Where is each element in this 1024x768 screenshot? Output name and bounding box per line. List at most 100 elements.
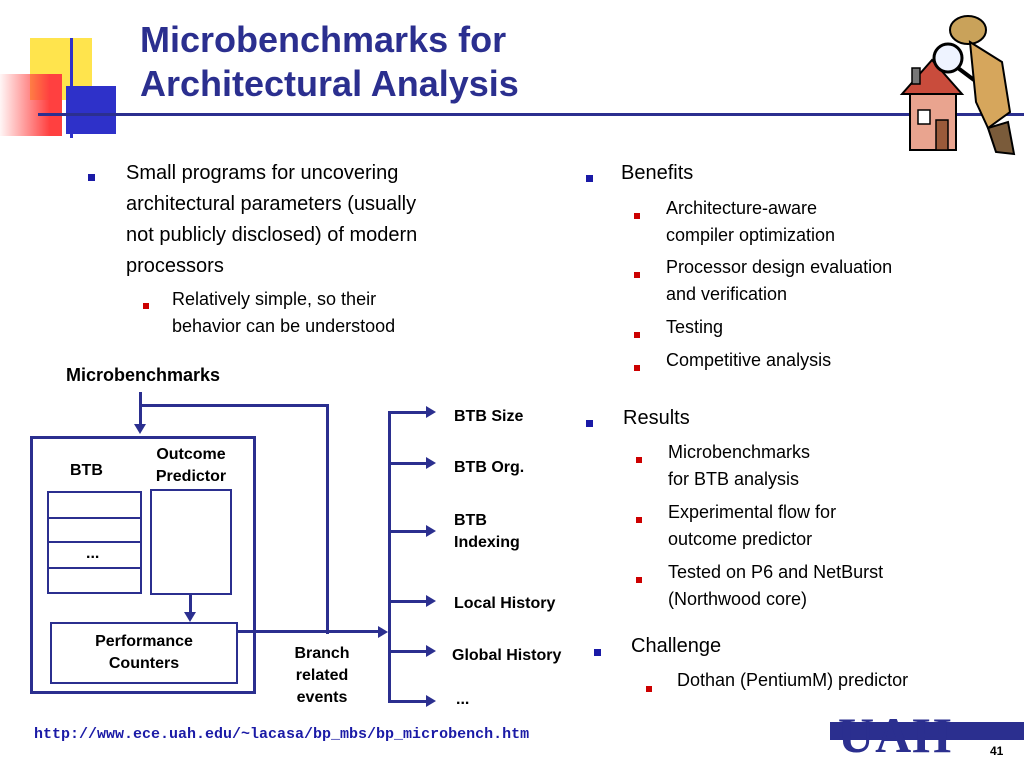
performance-counters-box [50, 622, 238, 684]
outcome-predictor-label: Outcome Predictor [146, 444, 236, 488]
btb-ellipsis: ... [86, 545, 100, 562]
out-arrow-6 [426, 695, 436, 707]
benefit-item-3: Testing [666, 317, 724, 337]
page-number: 41 [990, 744, 1004, 758]
result-2-marker [636, 510, 642, 528]
connector-top [139, 404, 329, 407]
result-2-line-2: outcome predictor [668, 529, 813, 549]
outcome-predictor-line-1: Outcome [156, 446, 226, 463]
title-rule [38, 113, 1024, 116]
out-branch-6 [388, 700, 426, 703]
benefit-3-marker [634, 325, 640, 343]
left-sub-line-2: behavior can be understood [172, 316, 396, 336]
benefit-1-line-2: compiler optimization [666, 225, 836, 245]
branch-events-line-2: related [295, 667, 349, 684]
footer-url-link[interactable]: http://www.ece.uah.edu/~lacasa/bp_mbs/bp… [34, 726, 530, 743]
left-main-bullet: Small programs for uncovering architectu… [126, 158, 546, 282]
title-line-1: Microbenchmarks for [140, 19, 507, 60]
result-2-line-1: Experimental flow for [668, 502, 837, 522]
results-bullet-marker [586, 414, 593, 432]
out-arrow-3 [426, 525, 436, 537]
output-btb-indexing-line-2: Indexing [454, 534, 520, 551]
branch-events-line-3: events [296, 689, 348, 706]
result-3-line-1: Tested on P6 and NetBurst [668, 562, 884, 582]
performance-counters-label: Performance Counters [50, 631, 238, 675]
uah-logo: UAH [838, 707, 953, 763]
benefit-1-line-1: Architecture-aware [666, 198, 818, 218]
out-arrow-5 [426, 645, 436, 657]
out-branch-2 [388, 462, 426, 465]
branch-events-line-1: Branch [294, 645, 350, 662]
left-main-bullet-marker [88, 168, 95, 186]
result-1-marker [636, 450, 642, 468]
output-btb-indexing: BTB Indexing [454, 510, 520, 554]
title-line-2: Architectural Analysis [140, 63, 519, 104]
left-main-line-2: architectural parameters (usually [126, 193, 417, 215]
btb-label: BTB [70, 462, 103, 479]
result-3-line-2: (Northwood core) [668, 589, 808, 609]
benefit-2-line-2: and verification [666, 284, 788, 304]
left-main-line-1: Small programs for uncovering [126, 162, 399, 184]
benefit-1-marker [634, 206, 640, 224]
result-item-2: Experimental flow for outcome predictor [668, 499, 836, 553]
decor-blue-square [66, 86, 116, 134]
output-local-history: Local History [454, 595, 556, 612]
left-sub-bullet: Relatively simple, so their behavior can… [172, 286, 552, 340]
benefit-item-1: Architecture-aware compiler optimization [666, 195, 835, 249]
out-arrow-2 [426, 457, 436, 469]
decor-red-square [0, 74, 62, 136]
out-branch-3 [388, 530, 426, 533]
btb-row-1 [47, 491, 142, 519]
out-branch-1 [388, 411, 426, 414]
uah-logo-bar [830, 722, 1024, 740]
challenge-item-1: Dothan (PentiumM) predictor [677, 670, 909, 690]
result-3-marker [636, 570, 642, 588]
left-main-line-4: processors [126, 255, 224, 277]
out-arrow-4 [426, 595, 436, 607]
challenge-heading: Challenge [631, 635, 722, 657]
result-item-1: Microbenchmarks for BTB analysis [668, 439, 810, 493]
benefit-item-2: Processor design evaluation and verifica… [666, 254, 892, 308]
output-btb-size: BTB Size [454, 408, 524, 425]
outcome-predictor-box [150, 489, 232, 595]
predictor-arrow-head [184, 612, 196, 622]
results-heading: Results [623, 407, 690, 429]
detective-clipart-icon [892, 2, 1024, 158]
benefits-bullet-marker [586, 169, 593, 187]
btb-row-2 [47, 517, 142, 543]
microbenchmarks-label: Microbenchmarks [66, 365, 221, 385]
predictor-arrow-line [189, 594, 192, 612]
outcome-predictor-line-2: Predictor [155, 468, 227, 485]
output-ellipsis: ... [456, 691, 470, 708]
output-btb-org: BTB Org. [454, 459, 525, 476]
challenge-1-marker [646, 679, 652, 697]
input-arrow-line [139, 392, 142, 424]
out-branch-4 [388, 600, 426, 603]
out-branch-5 [388, 650, 426, 653]
connector-right-vertical [326, 404, 329, 634]
input-arrow-head [134, 424, 146, 434]
left-sub-line-1: Relatively simple, so their [172, 289, 377, 309]
benefit-item-4: Competitive analysis [666, 350, 832, 370]
branch-events-label: Branch related events [282, 643, 362, 709]
perf-counters-line-2: Counters [108, 655, 180, 672]
output-btb-indexing-line-1: BTB [454, 512, 487, 529]
counters-to-trunk-arrow [378, 626, 388, 638]
result-1-line-2: for BTB analysis [668, 469, 800, 489]
left-sub-bullet-marker [143, 296, 149, 314]
result-item-3: Tested on P6 and NetBurst (Northwood cor… [668, 559, 883, 613]
out-arrow-1 [426, 406, 436, 418]
left-main-line-3: not publicly disclosed) of modern [126, 224, 418, 246]
benefit-4-marker [634, 358, 640, 376]
output-global-history: Global History [452, 647, 562, 664]
perf-counters-line-1: Performance [95, 633, 193, 650]
decor-vertical-line [70, 38, 73, 138]
btb-row-4 [47, 567, 142, 594]
output-trunk [388, 411, 391, 703]
benefits-heading: Benefits [621, 162, 694, 184]
challenge-bullet-marker [594, 643, 601, 661]
benefit-2-marker [634, 265, 640, 283]
benefit-2-line-1: Processor design evaluation [666, 257, 893, 277]
counters-to-trunk-line [238, 630, 378, 633]
slide-title: Microbenchmarks for Architectural Analys… [140, 18, 660, 106]
